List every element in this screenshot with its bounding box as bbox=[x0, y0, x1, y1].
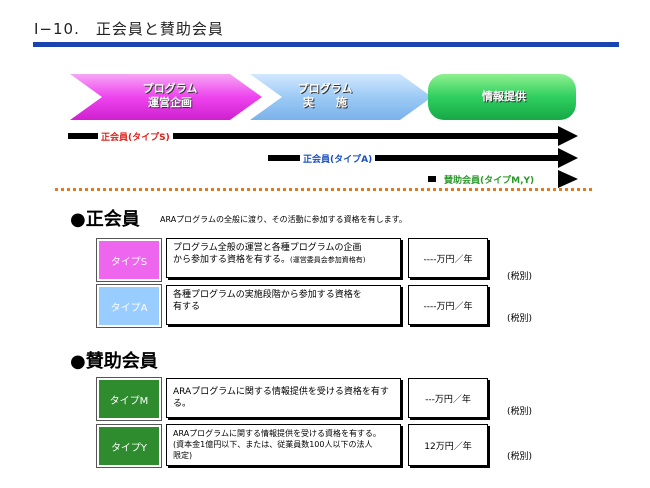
step2-label: プログラム実 施 bbox=[297, 82, 353, 109]
type-a-description: 各種プログラムの実施段階から参加する資格を 有する bbox=[166, 285, 401, 325]
page-title: Ⅰ−10. 正会員と賛助会員 bbox=[34, 20, 224, 38]
type-m-badge: タイプM bbox=[96, 377, 162, 421]
step1-label: プログラム運営企画 bbox=[142, 82, 198, 109]
section-divider bbox=[55, 188, 592, 191]
type-s-price: ----万円／年 bbox=[408, 238, 488, 278]
title-rule bbox=[33, 42, 619, 47]
type-m-tax: (税別) bbox=[507, 407, 533, 417]
type-m-price: ---万円／年 bbox=[408, 378, 488, 418]
type-y-price: 12万円／年 bbox=[408, 424, 488, 466]
arrow-label-s: 正会員(タイプS) bbox=[98, 130, 173, 143]
step3-label: 情報提供 bbox=[482, 90, 526, 103]
arrow-label-my: 賛助会員(タイプM,Y) bbox=[441, 173, 538, 186]
type-a-tax: (税別) bbox=[507, 314, 533, 324]
type-a-price: ----万円／年 bbox=[408, 285, 488, 325]
arrow-type-a bbox=[268, 148, 578, 168]
step2-chevron bbox=[250, 74, 432, 120]
step3-box bbox=[428, 74, 576, 120]
step1-chevron bbox=[70, 74, 262, 120]
type-y-tax: (税別) bbox=[507, 452, 533, 462]
type-s-tax: (税別) bbox=[507, 272, 533, 282]
regular-note: ARAプログラムの全般に渡り、その活動に参加する資格を有します。 bbox=[160, 215, 407, 224]
arrow-type-my bbox=[428, 170, 578, 188]
type-y-description: ARAプログラムに関する情報提供を受ける資格を有する。 (資本金1億円以下、また… bbox=[166, 424, 401, 466]
regular-heading: ●正会員 bbox=[70, 209, 140, 230]
process-flow bbox=[70, 74, 576, 120]
arrow-label-a: 正会員(タイプA) bbox=[300, 152, 376, 165]
type-a-badge: タイプA bbox=[96, 284, 162, 328]
range-arrows bbox=[68, 126, 578, 188]
type-y-badge: タイプY bbox=[96, 424, 162, 468]
arrow-type-s bbox=[68, 126, 578, 146]
type-s-description: プログラム全般の運営と各種プログラムの企画 から参加する資格を有する。(運営委員… bbox=[166, 238, 401, 278]
type-m-description: ARAプログラムに関する情報提供を受ける資格を有する。 bbox=[166, 378, 401, 418]
type-s-badge: タイプS bbox=[96, 238, 162, 282]
supporting-heading: ●賛助会員 bbox=[70, 351, 158, 372]
